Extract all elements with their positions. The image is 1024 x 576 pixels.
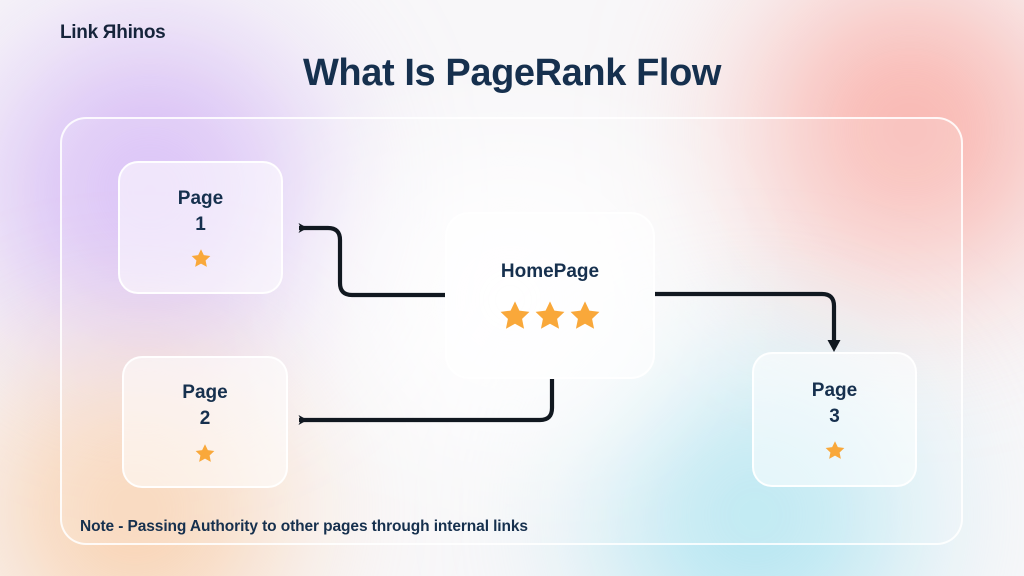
node-page-3-rating bbox=[824, 439, 846, 461]
node-page-1[interactable]: Page 1 bbox=[118, 161, 283, 294]
star-icon bbox=[195, 443, 215, 462]
node-homepage-rating bbox=[498, 298, 602, 332]
node-page-1-label: Page 1 bbox=[178, 186, 223, 237]
star-icon bbox=[825, 441, 844, 460]
node-page-3-label: Page 3 bbox=[812, 378, 857, 429]
brand-logo: Link Rhinos bbox=[60, 22, 166, 44]
star-icon bbox=[570, 301, 600, 330]
node-page-2-title: Page bbox=[182, 382, 228, 404]
node-page-2-label: Page 2 bbox=[182, 380, 227, 431]
star-icon bbox=[191, 249, 210, 268]
node-page-2[interactable]: Page 2 bbox=[122, 356, 288, 488]
brand-name-part1: Link bbox=[60, 22, 103, 43]
node-page-2-number: 2 bbox=[199, 408, 211, 429]
node-homepage-label: HomePage bbox=[500, 260, 600, 282]
star-icon bbox=[535, 301, 565, 330]
node-page-2-rating bbox=[194, 442, 216, 464]
reversed-r-mark-icon: R bbox=[102, 22, 117, 43]
diagram-note: Note - Passing Authority to other pages … bbox=[80, 518, 528, 535]
node-page-1-number: 1 bbox=[195, 213, 206, 235]
node-homepage[interactable]: HomePage bbox=[445, 212, 655, 379]
node-page-3-title: Page bbox=[811, 379, 858, 401]
node-page-1-rating bbox=[190, 247, 212, 269]
star-icon bbox=[500, 301, 530, 330]
brand-name-part3: hinos bbox=[116, 22, 166, 43]
page-title: What Is PageRank Flow bbox=[302, 52, 722, 94]
node-page-3-number: 3 bbox=[829, 405, 840, 427]
node-page-1-title: Page bbox=[177, 187, 224, 209]
node-page-3[interactable]: Page 3 bbox=[752, 352, 917, 487]
